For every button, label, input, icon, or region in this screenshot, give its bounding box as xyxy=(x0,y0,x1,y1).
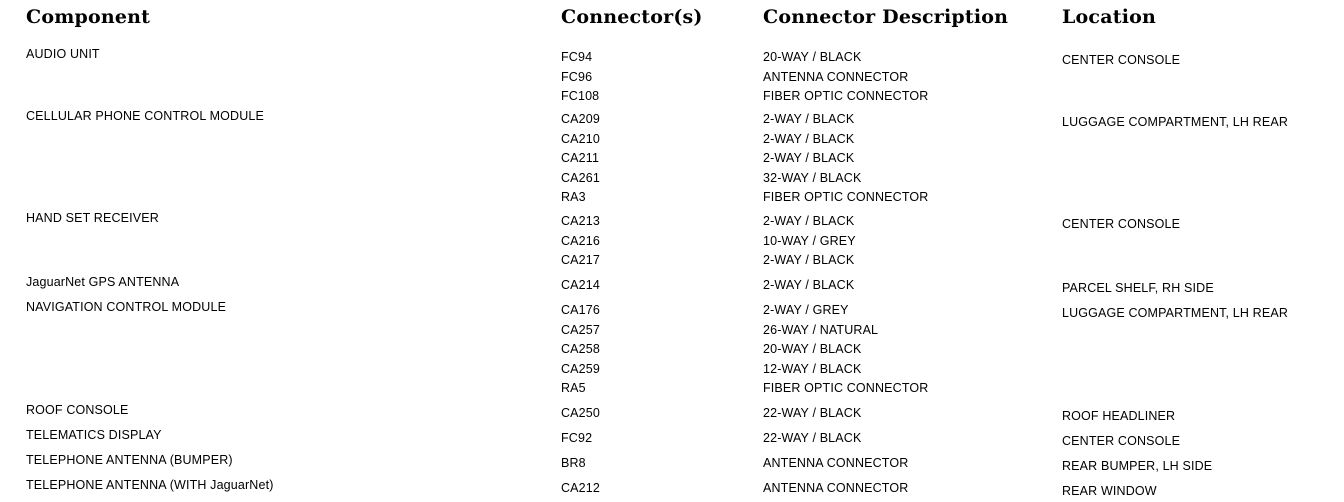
connector-description: 26-WAY / NATURAL xyxy=(763,322,879,337)
connector-description: 22-WAY / BLACK xyxy=(763,406,862,420)
connector-id: FC92 xyxy=(561,431,593,445)
connector-id: FC96 xyxy=(561,69,593,84)
header-location: Location xyxy=(1062,6,1156,28)
connector-description: 32-WAY / BLACK xyxy=(763,170,862,185)
connector-id: CA211 xyxy=(561,151,600,165)
component-name: TELEPHONE ANTENNA (BUMPER) xyxy=(26,453,233,467)
connector-description-list: 22-WAY / BLACK xyxy=(763,429,861,449)
component-name: AUDIO UNIT xyxy=(26,47,100,61)
connector-description: ANTENNA CONNECTOR xyxy=(763,69,909,84)
component-name: HAND SET RECEIVER xyxy=(26,211,159,225)
connector-description: FIBER OPTIC CONNECTOR xyxy=(763,190,929,204)
connector-description: 2-WAY / BLACK xyxy=(763,151,855,165)
connector-id: CA214 xyxy=(561,278,600,292)
table-header: Component Connector(s) Connector Descrip… xyxy=(0,6,1344,36)
component-name: NAVIGATION CONTROL MODULE xyxy=(26,300,227,314)
connector-description-list: 2-WAY / BLACK xyxy=(763,276,854,296)
component-name: CELLULAR PHONE CONTROL MODULE xyxy=(26,109,264,123)
connector-id: RA3 xyxy=(561,190,586,204)
connector-description: 20-WAY / BLACK xyxy=(763,50,862,64)
component-location: LUGGAGE COMPARTMENT, LH REAR xyxy=(1062,115,1288,129)
component-location: CENTER CONSOLE xyxy=(1062,53,1181,67)
connector-list: CA214 xyxy=(561,276,600,296)
connector-id: FC108 xyxy=(561,89,600,103)
connector-id: RA5 xyxy=(561,381,586,395)
connector-list: FC92 xyxy=(561,429,592,449)
connector-description: 12-WAY / BLACK xyxy=(763,361,862,376)
connector-description: 2-WAY / BLACK xyxy=(763,278,855,292)
connector-id: CA259 xyxy=(561,361,600,376)
connector-description: 2-WAY / BLACK xyxy=(763,112,855,126)
connector-description: 2-WAY / BLACK xyxy=(763,214,855,228)
connector-description: ANTENNA CONNECTOR xyxy=(763,456,909,470)
connector-id: CA257 xyxy=(561,322,600,337)
connector-id: CA258 xyxy=(561,342,600,356)
connector-description: 20-WAY / BLACK xyxy=(763,342,862,356)
connector-id: CA216 xyxy=(561,233,600,248)
connector-id: CA250 xyxy=(561,406,600,420)
connector-id: BR8 xyxy=(561,456,586,470)
connector-description: 2-WAY / GREY xyxy=(763,303,849,317)
connector-id: CA213 xyxy=(561,214,600,228)
connector-description-list: 20-WAY / BLACK ANTENNA CONNECTOR FIBER OPT… xyxy=(763,48,928,107)
connector-id: CA217 xyxy=(561,253,600,267)
connector-description: FIBER OPTIC CONNECTOR xyxy=(763,89,929,103)
component-name: TELEMATICS DISPLAY xyxy=(26,428,162,442)
component-location: LUGGAGE COMPARTMENT, LH REAR xyxy=(1062,306,1288,320)
connector-description-list: 22-WAY / BLACK xyxy=(763,404,861,424)
component-name: JaguarNet GPS ANTENNA xyxy=(26,275,180,289)
connector-description-list: ANTENNA CONNECTOR xyxy=(763,454,908,474)
component-location: ROOF HEADLINER xyxy=(1062,409,1176,423)
component-location: CENTER CONSOLE xyxy=(1062,217,1181,231)
connector-list: CA250 xyxy=(561,404,600,424)
connector-description: 10-WAY / GREY xyxy=(763,233,856,248)
connector-description-list: 2-WAY / GREY 26-WAY / NATURAL 20-WAY / BLA… xyxy=(763,301,928,399)
header-component: Component xyxy=(26,6,151,28)
connector-id: CA261 xyxy=(561,170,600,185)
connector-description-list: 2-WAY / BLACK 2-WAY / BLACK 2-WAY / BLACK 3… xyxy=(763,110,928,208)
component-location: REAR WINDOW xyxy=(1062,484,1157,498)
connector-description: FIBER OPTIC CONNECTOR xyxy=(763,381,929,395)
connector-id: CA176 xyxy=(561,303,600,317)
connector-description: ANTENNA CONNECTOR xyxy=(763,481,909,495)
connector-description: 2-WAY / BLACK xyxy=(763,253,855,267)
component-location: CENTER CONSOLE xyxy=(1062,434,1181,448)
header-connector-description: Connector Description xyxy=(763,6,1009,28)
connector-list: BR8 xyxy=(561,454,586,474)
connector-id: FC94 xyxy=(561,50,593,64)
connector-id: CA209 xyxy=(561,112,600,126)
connector-description: 2-WAY / BLACK xyxy=(763,131,855,146)
component-name: ROOF CONSOLE xyxy=(26,403,129,417)
component-location: REAR BUMPER, LH SIDE xyxy=(1062,459,1213,473)
component-name: TELEPHONE ANTENNA (WITH JaguarNet) xyxy=(26,478,274,492)
connector-description-list: 2-WAY / BLACK 10-WAY / GREY 2-WAY / BLACK xyxy=(763,212,856,271)
connector-description-list: ANTENNA CONNECTOR xyxy=(763,479,908,499)
connector-description: 22-WAY / BLACK xyxy=(763,431,862,445)
connector-id: CA210 xyxy=(561,131,600,146)
connector-id: CA212 xyxy=(561,481,600,495)
component-location: PARCEL SHELF, RH SIDE xyxy=(1062,281,1214,295)
header-connectors: Connector(s) xyxy=(561,6,703,28)
connector-list: CA212 xyxy=(561,479,600,499)
